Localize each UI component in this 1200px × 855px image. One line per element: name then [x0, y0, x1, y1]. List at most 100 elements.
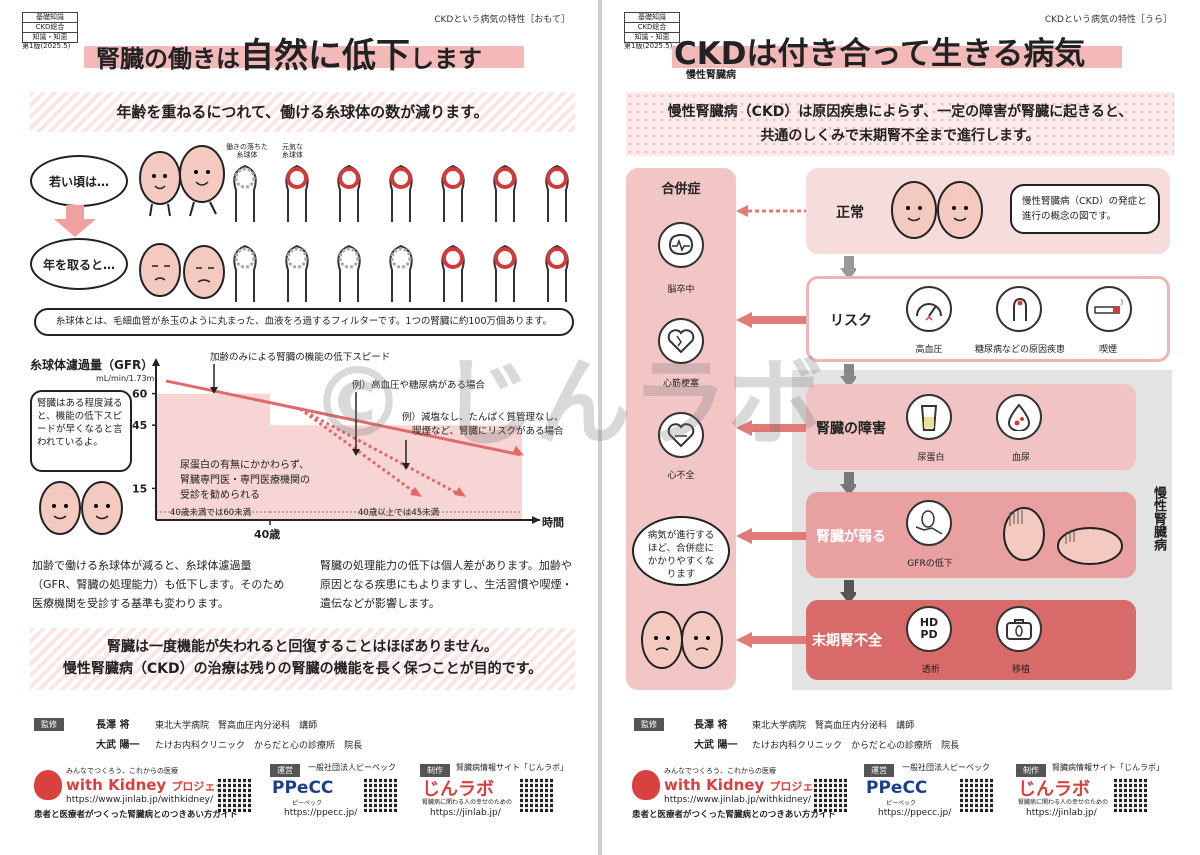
qr-code-icon[interactable] — [364, 778, 398, 812]
weak-item: GFRの低下 — [907, 559, 953, 569]
qr-code-icon[interactable] — [1114, 778, 1148, 812]
stage-normal-label: 正常 — [836, 205, 864, 221]
heart-attack-icon — [658, 318, 704, 364]
annotation-pointer-head — [210, 387, 218, 394]
wk-desc: 患者と医療者がつくった腎臓病とのつきあい方ガイド — [34, 810, 238, 820]
supervisor-affiliation: 東北大学病院 腎高血圧内分泌科 講師 — [752, 718, 914, 731]
page-title: 腎臓の働きは自然に低下します — [96, 28, 482, 77]
tired-kidneys-illustration — [139, 243, 225, 299]
qr-code-icon[interactable] — [814, 778, 848, 812]
annotation-hypertension: 例）高血圧や糖尿病がある場合 — [352, 379, 486, 391]
progress-arrow-icon — [840, 580, 856, 602]
urine-protein-icon — [906, 394, 952, 440]
wk-url[interactable]: https://www.jinlab.jp/withkidney/ — [664, 795, 812, 805]
esrd-item: 透析 — [921, 665, 940, 675]
title: 講師 — [896, 721, 915, 731]
diabetes-finger-icon — [996, 286, 1042, 332]
dept: からだと心の診療所 — [254, 741, 336, 751]
annotation-pointer-head — [352, 449, 360, 456]
edition: 第1版(2025.5) — [22, 42, 71, 50]
jinlab-logo-sub: 腎臓病に関わる人の幸せのための — [1018, 799, 1109, 806]
stage-esrd — [806, 600, 1136, 680]
chart-ylabel: 糸球体濾過量（GFR） — [30, 358, 154, 372]
heart-failure-icon — [658, 412, 704, 458]
qr-code-icon[interactable] — [960, 778, 994, 812]
left-arrow-icon — [736, 528, 806, 544]
series-line-hypertension — [299, 407, 419, 496]
title-part: します — [410, 45, 482, 73]
jinlab-url[interactable]: https://jinlab.jp/ — [430, 808, 501, 818]
x-axis-label: 時間 — [542, 515, 564, 529]
with-kidney-logo-icon — [34, 770, 62, 800]
operator-label: 運営 — [864, 764, 894, 777]
supervisor-label: 監修 — [634, 718, 664, 731]
operator-org: 一般社団法人ピーペック — [902, 763, 990, 772]
dept: からだと心の診療所 — [851, 741, 933, 751]
title: 院長 — [941, 741, 960, 751]
x-band-label: 40歳未満では60未満 — [170, 507, 252, 518]
glomeruli-row-young — [233, 164, 569, 222]
young-bubble: 若い頃は… — [30, 155, 128, 207]
org: たけお内科クリニック — [752, 741, 843, 751]
conclusion-line: 腎臓は一度機能が失われると回復することはほぼありません。 — [107, 639, 498, 655]
series-line-risk — [299, 407, 461, 497]
ppecc-logo: PPeCC — [866, 778, 928, 798]
wk-tagline: みんなでつくろう、これからの医療 — [66, 767, 178, 775]
wk-name: with Kidney プロジェクト — [66, 776, 237, 794]
stage-esrd-label: 末期腎不全 — [812, 633, 882, 649]
glomeruli-row-old — [233, 244, 569, 302]
tired-kidneys-illustration — [1003, 507, 1123, 565]
qr-code-icon[interactable] — [520, 778, 554, 812]
wk-url[interactable]: https://www.jinlab.jp/withkidney/ — [66, 795, 214, 805]
progress-arrow-icon — [840, 256, 856, 278]
hdpd-text: HD PD — [919, 616, 939, 641]
referral-zone-over40 — [270, 425, 522, 520]
series-arrowhead — [512, 445, 524, 456]
healthy-kidneys-illustration — [891, 181, 983, 239]
tag: 知識・知恵 — [32, 33, 68, 41]
lead-band: 慢性腎臓病（CKD）は原因疾患によらず、一定の障害が腎臓に起きると、 共通のしく… — [626, 92, 1174, 156]
org: 東北大学病院 — [752, 721, 807, 731]
x-band-label: 40歳以上では45未満 — [358, 507, 440, 518]
old-bubble: 年を取ると… — [30, 238, 128, 290]
org: たけお内科クリニック — [155, 741, 246, 751]
title: 院長 — [344, 741, 363, 751]
jinlab-url[interactable]: https://jinlab.jp/ — [1026, 808, 1097, 818]
supervisor-name: 長澤 将 — [694, 720, 728, 731]
qr-code-icon[interactable] — [218, 778, 252, 812]
series-line-aging — [165, 379, 521, 457]
ppecc-url[interactable]: https://ppecc.jp/ — [284, 808, 358, 818]
lead-line: 慢性腎臓病（CKD）は原因疾患によらず、一定の障害が腎臓に起きると、 — [667, 104, 1133, 120]
category-tags: 基礎知識 CKD総合 知識・知恵 — [624, 12, 680, 43]
ppecc-logo-sub: ピーペック — [886, 800, 917, 807]
kidney-speech-bubble: 腎臓はある程度減ると、機能の低下スピードが早くなると言われているよ。 — [30, 390, 132, 472]
ppecc-url[interactable]: https://ppecc.jp/ — [878, 808, 952, 818]
stage-risk-label: リスク — [830, 313, 872, 329]
title: 講師 — [299, 721, 318, 731]
supervisor-name: 大武 陽一 — [96, 740, 140, 751]
header-right: CKDという病気の特性［おもて］ — [434, 15, 570, 25]
conclusion-band: 腎臓は一度機能が失われると回復することはほぼありません。 慢性腎臓病（CKD）の… — [30, 628, 575, 690]
page-title: CKDは付き合って生きる病気 — [674, 36, 1086, 72]
operator-org: 一般社団法人ピーペック — [308, 763, 396, 772]
dialysis-icon: HD PD — [906, 606, 952, 652]
normal-speech: 慢性腎臓病（CKD）の発症と進行の概念の図です。 — [1010, 184, 1160, 234]
blood-pressure-icon — [906, 286, 952, 332]
wk-name-a: with Kidney — [66, 776, 167, 794]
stage-weak-label: 腎臓が弱る — [816, 529, 886, 545]
progress-arrow-icon — [840, 364, 856, 386]
header-right: CKDという病気の特性［うら］ — [1044, 15, 1172, 25]
young-label: 若い頃は… — [48, 174, 109, 189]
annotation-risk: 例）減塩なし、たんぱく質管理なし、喫煙など、腎臓にリスクがある場合 — [402, 411, 564, 437]
chart-note-box: 尿蛋白の有無にかかわらず、腎臓専門医・専門医療機関の受診を勧められる — [180, 460, 310, 501]
with-kidney-logo-icon — [632, 770, 660, 800]
gfr-decline-icon — [906, 500, 952, 546]
title-part: 腎臓の働きは — [96, 45, 240, 73]
page-back: 基礎知識 CKD総合 知識・知恵 第1版(2025.5) CKDという病気の特性… — [602, 0, 1200, 855]
y-tick-label: 45 — [132, 419, 147, 432]
complications-title: 合併症 — [661, 182, 701, 197]
title-emphasis: 自然に低下 — [240, 36, 410, 76]
supervisor-name: 大武 陽一 — [694, 740, 738, 751]
stage-damage — [806, 384, 1136, 470]
wk-name: with Kidney プロジェクト — [664, 776, 835, 794]
